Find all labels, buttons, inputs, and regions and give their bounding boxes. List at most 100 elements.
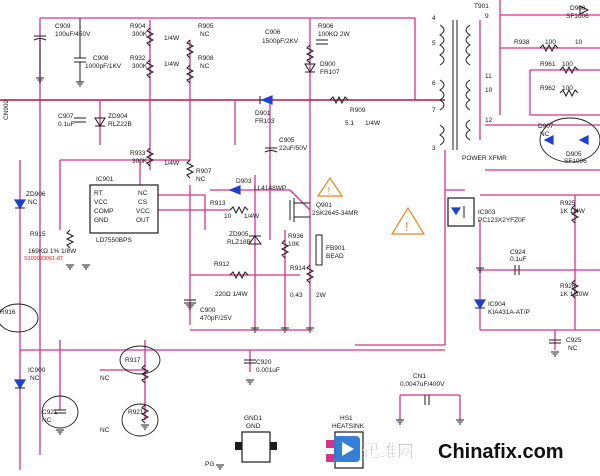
c920-value: 0.001uF xyxy=(256,367,280,374)
fb901-value: BEAD xyxy=(326,253,344,260)
r909-value: 5.1 xyxy=(345,120,354,127)
cn1-label: CN1 xyxy=(413,373,426,380)
r932-label: R932 xyxy=(130,55,146,62)
d906-label: D906 xyxy=(570,5,586,12)
r904-value: 300K xyxy=(132,31,148,38)
r914-label: R914 xyxy=(290,265,306,272)
ic901-pin-vcc2: VCC xyxy=(136,208,150,215)
t901-label: T901 xyxy=(474,3,489,10)
r932-value: 300K xyxy=(132,63,148,70)
zd904-value: RLZ22B xyxy=(108,121,132,128)
r961-label: R961 xyxy=(540,61,556,68)
watermark-brand-text: Chinafix.com xyxy=(438,441,564,463)
r938-value: 100 xyxy=(545,39,556,46)
d905-value: SF1006 xyxy=(564,158,587,165)
hs1-value: HEATSINK xyxy=(332,423,365,430)
c920-label: C920 xyxy=(256,359,272,366)
zd905-value: RLZ18B xyxy=(227,239,251,246)
c907-value: 0.1uF xyxy=(58,121,75,128)
r926-value: 1K 1/10W xyxy=(560,291,589,298)
r917-nc: NC xyxy=(100,375,110,382)
q901-label: Q901 xyxy=(316,202,332,209)
d907-nc: NC xyxy=(540,131,550,138)
r909-power: 1/4W xyxy=(365,120,381,127)
ic904-label: IC904 xyxy=(488,301,506,308)
zd906-label: ZD906 xyxy=(26,191,46,198)
c905-label: C905 xyxy=(279,137,295,144)
gnd1-value: GND xyxy=(246,423,261,430)
c906-value: 1500pF/2KV xyxy=(262,38,299,45)
warning-icon: ! ! xyxy=(316,176,426,235)
ic903-label: IC903 xyxy=(478,209,496,216)
r915-value: 169KΩ 1% 1/8W xyxy=(28,248,77,255)
ic901-pin-nc: NC xyxy=(138,190,148,197)
ic901-pin-out: OUT xyxy=(136,217,150,224)
r908-nc: NC xyxy=(200,63,210,70)
diodes xyxy=(13,5,590,390)
side-connector-label: CN902 xyxy=(3,99,10,120)
r916-label: R916 xyxy=(0,309,16,316)
c905-value: 22uF/50V xyxy=(279,145,308,152)
ic900-label: IC900 xyxy=(28,367,46,374)
r921-label: R921 xyxy=(128,409,144,416)
c907-label: C907 xyxy=(58,113,74,120)
highlight-ellipses xyxy=(0,117,600,437)
t901-pin11: 11 xyxy=(485,73,492,80)
ic904-value: KIA431A-AT/P xyxy=(488,309,530,316)
r936-label: R936 xyxy=(288,233,304,240)
regulator-ic904 xyxy=(473,299,487,310)
r925-value: 1K 1/4W xyxy=(560,208,586,215)
ic903-value: PC123X2YFZ0F xyxy=(478,217,526,224)
c900-label: C900 xyxy=(200,307,216,314)
c924-value: 0.1uF xyxy=(510,256,527,263)
watermark-logo-text: 迅维网 xyxy=(363,441,414,461)
c909-value: 100uF/450V xyxy=(55,31,91,38)
d903-value: LL4148WP xyxy=(254,185,286,192)
resistors xyxy=(65,27,580,424)
c925-label: C925 xyxy=(566,337,582,344)
r912-value: 220Ω 1/4W xyxy=(215,291,249,298)
r913-power: 1/4W xyxy=(244,213,260,220)
t901-pin4: 4 xyxy=(432,15,436,22)
r962-value: 100 xyxy=(562,85,573,92)
ic901-box xyxy=(89,184,159,234)
ic901-label: IC901 xyxy=(96,176,114,183)
r961-value: 100 xyxy=(562,61,573,68)
svg-text:!: ! xyxy=(328,186,331,197)
d901-value: FR103 xyxy=(255,118,275,125)
gnd1-label: GND1 xyxy=(244,415,262,422)
r933-value: 300K xyxy=(132,158,148,165)
r962-label: R962 xyxy=(540,85,556,92)
r913-label: R913 xyxy=(210,200,226,207)
r906-power: 1/4W xyxy=(164,35,180,42)
r925-label: R925 xyxy=(560,200,576,207)
r915-note: S103033061-8T xyxy=(24,256,64,262)
c908-label: C908 xyxy=(93,55,109,62)
q901-value: 2SK2645-34MR xyxy=(312,210,359,217)
r913-value: 10 xyxy=(224,213,232,220)
c925-nc: NC xyxy=(568,345,578,352)
t901-pin9: 9 xyxy=(485,13,489,20)
ic901-pin-cs: CS xyxy=(138,199,148,206)
cn1-value: 0.0047uF/400V xyxy=(400,381,445,388)
t901-pin5: 5 xyxy=(432,40,436,47)
r938-label: R938 xyxy=(514,39,530,46)
r908-label: R908 xyxy=(198,55,214,62)
ic900-nc: NC xyxy=(30,375,40,382)
c909-label: C909 xyxy=(55,23,71,30)
r915-label: R915 xyxy=(30,231,46,238)
c924-label: C924 xyxy=(510,249,526,256)
ic901-pin-gnd: GND xyxy=(94,217,109,224)
capacitors xyxy=(33,18,561,414)
ic901-pin-vcc: VCC xyxy=(94,199,108,206)
ic901-pin-rt: RT xyxy=(94,190,103,197)
r906-label: R906 xyxy=(318,23,334,30)
pg-label: PG xyxy=(205,461,214,468)
r906-value: 100KΩ 2W xyxy=(318,31,350,38)
r921-nc: NC xyxy=(100,427,110,434)
component-labels: C909 100uF/450V C908 1000pF/1KV R904 300… xyxy=(0,3,589,468)
c900-value: 470pF/25V xyxy=(200,315,232,322)
d901-label: D901 xyxy=(255,110,271,117)
